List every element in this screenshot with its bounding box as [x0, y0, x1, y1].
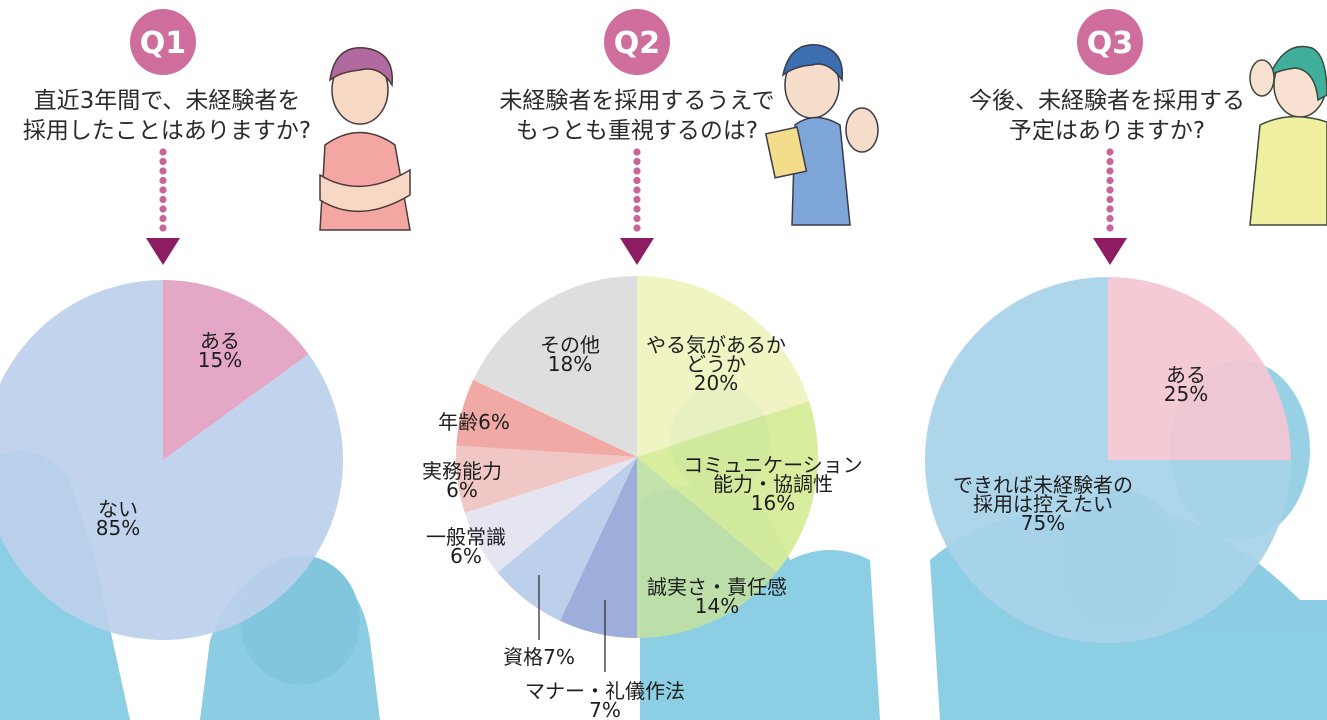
- question-badge: [130, 9, 196, 75]
- connector-dot: [1106, 186, 1114, 194]
- connector-dot: [633, 214, 641, 223]
- q1-header-decoration: Q1: [130, 9, 196, 265]
- connector-dot: [159, 205, 167, 213]
- pie-slice: [464, 457, 637, 573]
- q2-question-text: 未経験者を採用するうえで もっとも重視するのは?: [499, 88, 775, 144]
- pie-slice: [637, 401, 818, 573]
- connector-dot: [633, 148, 641, 156]
- connector-dot: [633, 157, 641, 166]
- connector-dot: [1106, 195, 1114, 204]
- leader-lines-q2: [538, 575, 606, 672]
- connector-dot: [1106, 224, 1114, 232]
- pie-chart-q1: [0, 280, 343, 640]
- connector-dot: [1106, 157, 1114, 166]
- pie-slice: [456, 379, 637, 457]
- q3-question-text: 今後、未経験者を採用する 予定はありますか?: [969, 88, 1245, 144]
- connector-dot: [159, 167, 167, 175]
- q2-header-decoration: Q2: [604, 9, 670, 265]
- connector-dot: [633, 205, 641, 213]
- pie-slice: [637, 457, 777, 638]
- slice-label: 年齢6%: [438, 410, 510, 434]
- connector-dot: [633, 186, 641, 194]
- question-badge: [604, 9, 670, 75]
- pie-slice: [637, 276, 810, 457]
- connector-dot: [159, 214, 167, 223]
- down-arrow-icon: [620, 238, 654, 265]
- connector-dot: [159, 176, 167, 185]
- slice-label: 資格7%: [503, 645, 575, 669]
- pie-slice: [456, 445, 637, 513]
- connector-dot: [159, 186, 167, 194]
- pie-slice: [473, 276, 637, 457]
- pie-slice: [1108, 277, 1291, 460]
- connector-dot: [1106, 176, 1114, 185]
- pie-slice: [497, 457, 637, 621]
- down-arrow-icon: [1093, 238, 1127, 265]
- pie-slice: [559, 457, 637, 638]
- question-badge-label: Q2: [614, 26, 660, 61]
- pie-slice: [0, 280, 343, 640]
- question-badge: [1077, 9, 1143, 75]
- question-badge-label: Q3: [1087, 26, 1133, 61]
- q1-question-text: 直近3年間で、未経験者を 採用したことはありますか?: [22, 88, 312, 144]
- connector-dot: [1106, 167, 1114, 175]
- down-arrow-icon: [146, 238, 180, 265]
- connector-dot: [159, 157, 167, 166]
- connector-dot: [159, 148, 167, 156]
- connector-dot: [633, 167, 641, 175]
- person-illustration-q2: [764, 44, 879, 226]
- connector-dot: [159, 195, 167, 204]
- person-illustration-q3: [1249, 45, 1327, 226]
- pie-slice: [163, 280, 309, 460]
- q3-header-decoration: Q3: [1077, 9, 1143, 265]
- connector-dot: [1106, 148, 1114, 156]
- person-illustration-q1: [319, 47, 411, 231]
- connector-dot: [159, 224, 167, 232]
- pie-chart-q2: [456, 276, 818, 638]
- connector-dot: [1106, 205, 1114, 213]
- pie-slice: [925, 277, 1291, 643]
- question-badge-label: Q1: [140, 26, 186, 61]
- connector-dot: [633, 195, 641, 204]
- pie-chart-q3: [925, 277, 1291, 643]
- connector-dot: [633, 176, 641, 185]
- connector-dot: [633, 224, 641, 232]
- connector-dot: [1106, 214, 1114, 223]
